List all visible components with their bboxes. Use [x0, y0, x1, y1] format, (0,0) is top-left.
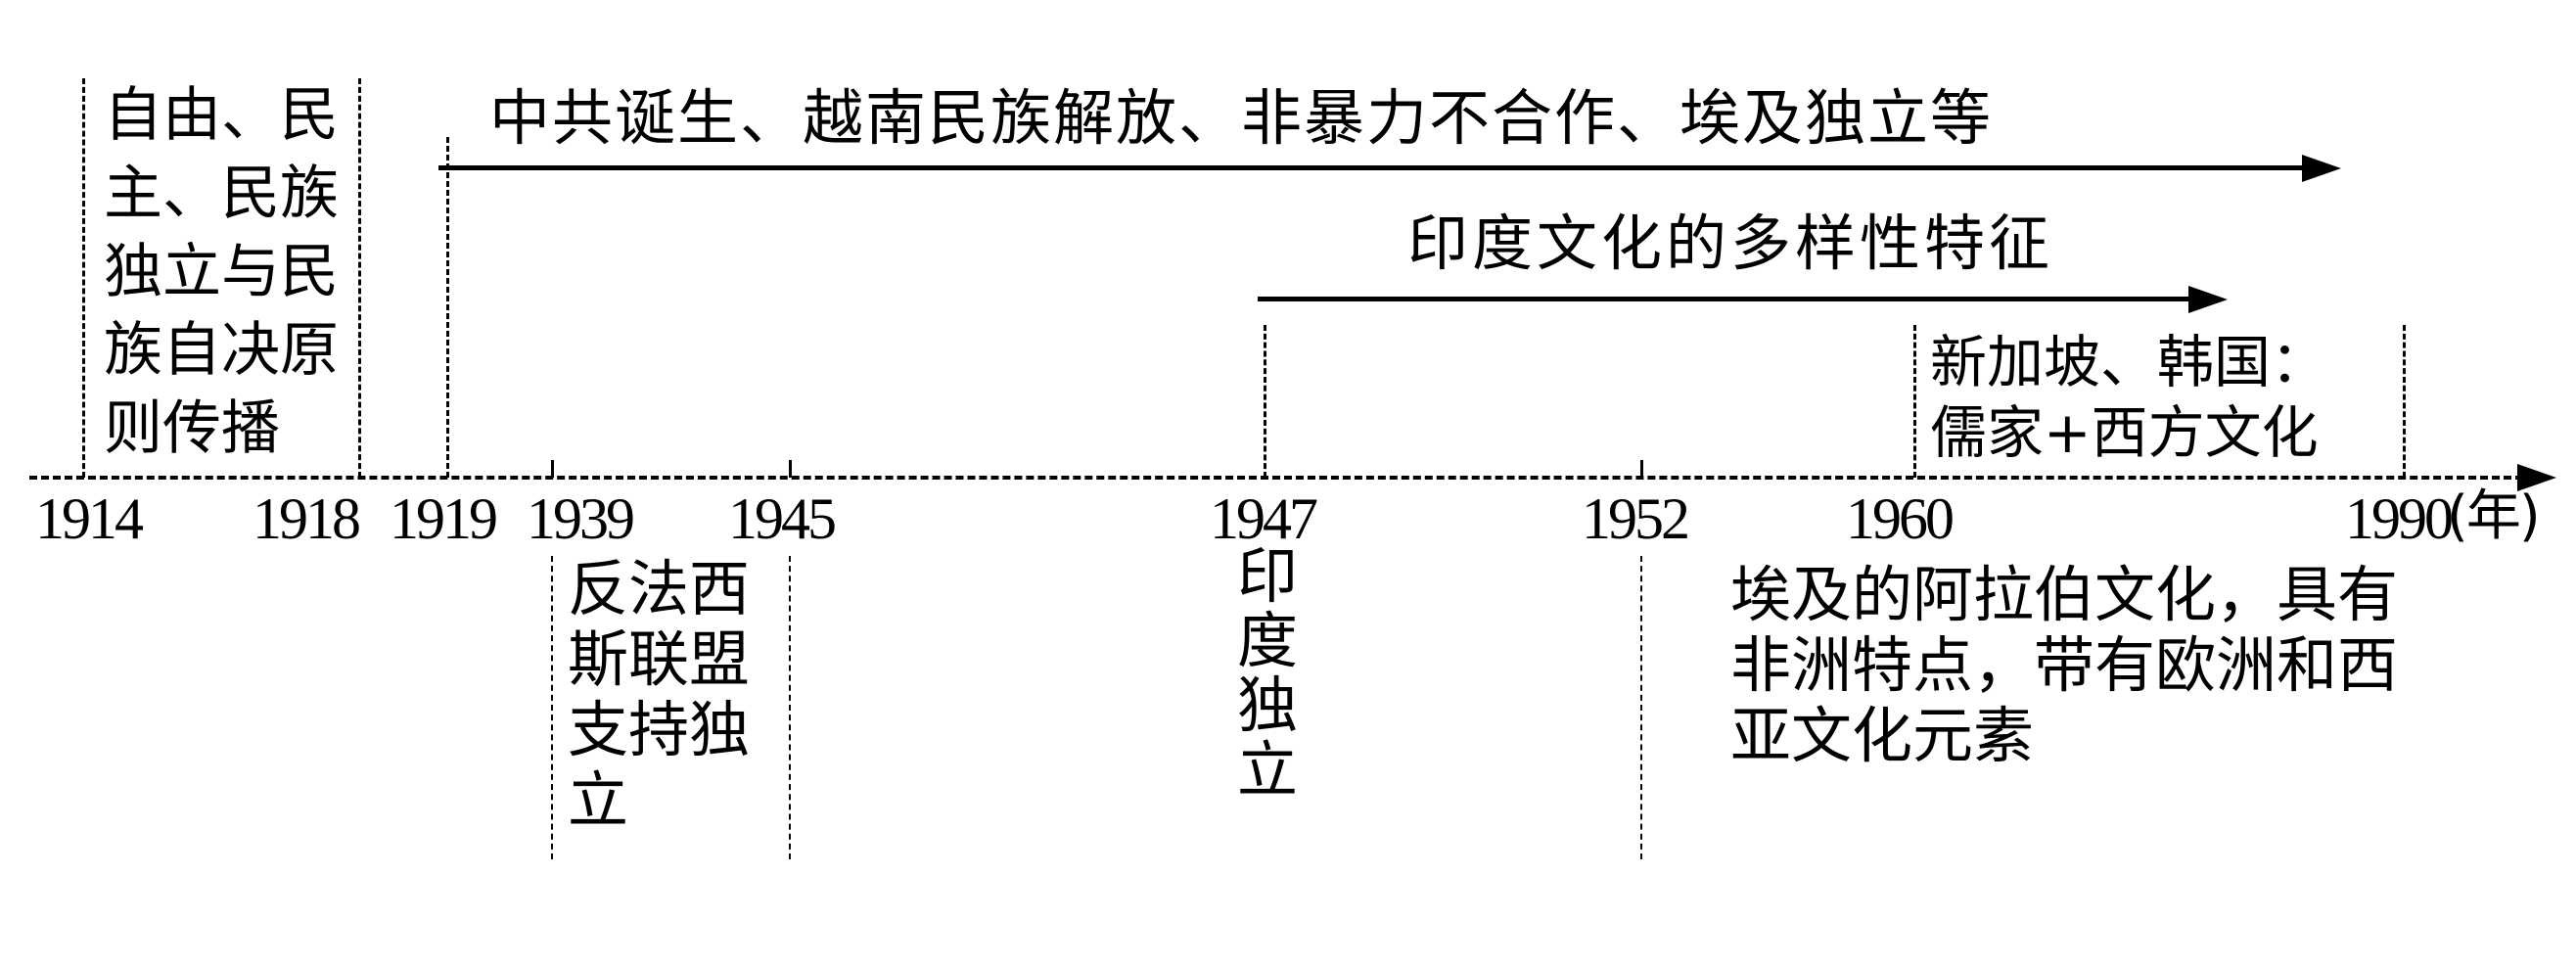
dashed-line-1918: [358, 78, 361, 478]
dashed-line-1990: [2403, 325, 2406, 478]
note-1939-1945: 反法西 斯联盟 支持独 立: [568, 554, 750, 836]
year-label-1960: 1960: [1846, 486, 1955, 551]
note-char: 独: [1237, 669, 1299, 741]
dashed-line-1960: [1913, 325, 1916, 478]
note-line: 反法西: [568, 553, 751, 624]
note-line: 斯联盟: [568, 623, 751, 695]
arrow-1919-label: 中共诞生、越南民族解放、非暴力不合作、埃及独立等: [489, 82, 1994, 154]
axis-arrowhead-icon: [2517, 464, 2556, 491]
note-line: 族自决原: [104, 316, 339, 385]
note-char: 度: [1237, 605, 1299, 676]
dashed-line-1939-bottom: [551, 556, 553, 859]
year-unit-label: (年): [2447, 484, 2541, 548]
year-label-1918: 1918: [253, 486, 361, 551]
year-label-1945: 1945: [728, 486, 837, 551]
arrow-1919-head-icon: [2302, 155, 2341, 182]
year-label-1919: 1919: [390, 486, 498, 551]
dashed-line-1945-bottom: [789, 556, 791, 859]
note-line: 自由、民: [104, 81, 339, 150]
note-1914-1918: 自由、民 主、民族 独立与民 族自决原 则传播: [104, 76, 339, 468]
note-line: 儒家+西方文化: [1930, 399, 2319, 466]
note-line: 独立与民: [104, 238, 339, 306]
note-line: 立: [568, 764, 629, 836]
dashed-line-1919: [446, 137, 449, 478]
arrow-1947-head-icon: [2188, 286, 2228, 313]
note-char: 印: [1237, 540, 1299, 612]
note-line: 则传播: [104, 394, 280, 463]
note-line: 主、民族: [104, 160, 339, 228]
note-1952-egypt-culture: 埃及的阿拉伯文化，具有 非洲特点，带有欧洲和西 亚文化元素: [1730, 560, 2398, 771]
note-char: 立: [1237, 734, 1299, 806]
dashed-line-1947-top: [1264, 325, 1266, 478]
arrow-1919-line: [438, 165, 2327, 170]
tick-1939: [551, 460, 554, 478]
note-1960-1990: 新加坡、韩国： 儒家+西方文化: [1930, 327, 2327, 468]
year-label-1939: 1939: [527, 486, 635, 551]
tick-1945: [789, 460, 792, 478]
year-label-1990: 1990: [2345, 486, 2454, 551]
note-line: 新加坡、韩国：: [1930, 329, 2328, 395]
note-line: 非洲特点，带有欧洲和西: [1730, 629, 2399, 701]
timeline-axis: [29, 476, 2535, 480]
note-line: 支持独: [568, 694, 751, 765]
dashed-line-1952-bottom: [1640, 556, 1642, 859]
note-line: 亚文化元素: [1730, 700, 2035, 771]
year-label-1952: 1952: [1582, 486, 1690, 551]
arrow-1947-line: [1258, 297, 2197, 301]
year-label-1947: 1947: [1210, 486, 1318, 551]
note-line: 埃及的阿拉伯文化，具有: [1730, 559, 2399, 630]
year-label-1914: 1914: [35, 486, 144, 551]
arrow-1947-label: 印度文化的多样性特征: [1407, 207, 2054, 279]
dashed-line-1914: [82, 78, 85, 478]
tick-1952: [1640, 460, 1643, 478]
note-1947-india-independence: 印 度 独 立: [1237, 544, 1298, 803]
